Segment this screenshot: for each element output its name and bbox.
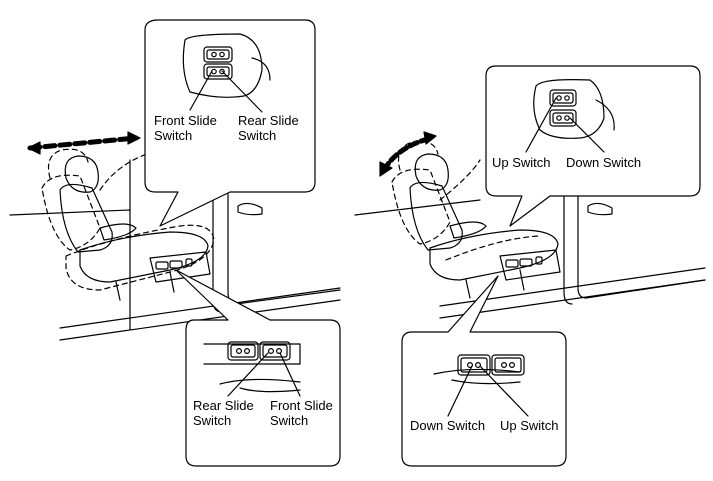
right-seat-solid xyxy=(409,153,561,299)
right-recline-arrow xyxy=(379,131,437,177)
label-line: Switch xyxy=(154,128,193,143)
right-top-down-switch-label: Down Switch xyxy=(566,155,642,170)
label-line: Front Slide xyxy=(270,398,333,413)
right-top-up-switch-label: Up Switch xyxy=(492,155,551,170)
label-line: Front Slide xyxy=(154,113,217,128)
left-slide-arrow xyxy=(27,131,141,155)
left-top-front-slide-label: Front Slide Switch xyxy=(154,113,217,143)
left-bottom-rear-slide-label: Rear Slide Switch xyxy=(193,398,254,428)
label-line: Rear Slide xyxy=(193,398,254,413)
label-line: Switch xyxy=(270,413,309,428)
label-line: Switch xyxy=(193,413,232,428)
left-bottom-callout xyxy=(175,269,341,467)
right-top-callout xyxy=(485,65,701,227)
left-top-rear-slide-label: Rear Slide Switch xyxy=(238,113,299,143)
right-bottom-up-switch-label: Up Switch xyxy=(500,418,559,433)
label-line: Rear Slide xyxy=(238,113,299,128)
right-seat-ghost-outline xyxy=(391,140,541,261)
right-bottom-down-switch-label: Down Switch xyxy=(410,418,486,433)
right-vehicle-body xyxy=(354,187,706,319)
label-line: Switch xyxy=(238,128,277,143)
left-bottom-front-slide-label: Front Slide Switch xyxy=(270,398,333,428)
right-bottom-callout xyxy=(401,275,567,467)
left-top-callout xyxy=(144,19,316,227)
left-seat-solid xyxy=(59,155,211,301)
